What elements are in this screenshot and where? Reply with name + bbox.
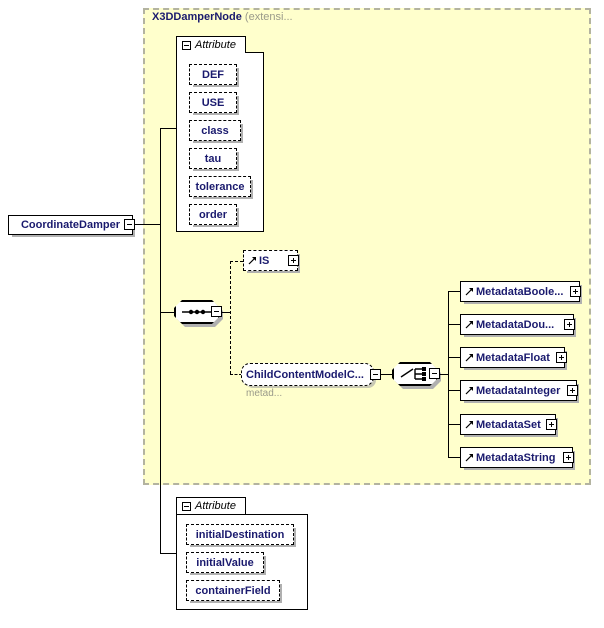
element-metadata-label: MetadataString bbox=[476, 451, 556, 464]
attribute-item-label: class bbox=[201, 124, 229, 137]
attribute-group-top-expander-icon[interactable] bbox=[182, 40, 191, 50]
element-metadata-label: MetadataFloat bbox=[476, 351, 550, 364]
element-is-expander-icon[interactable] bbox=[288, 255, 299, 266]
connector-choice-out bbox=[440, 374, 449, 375]
connector-branch-to-childcontentmodel bbox=[230, 374, 242, 375]
attribute-group-bottom-label: Attribute bbox=[195, 500, 236, 512]
connector-spine-to-attribute-bottom bbox=[160, 553, 176, 554]
attribute-item-order[interactable]: order bbox=[189, 204, 237, 225]
root-element-label: CoordinateDamper bbox=[20, 219, 121, 231]
extension-group-title-suffix: (extensi... bbox=[244, 11, 293, 23]
element-metadatafloat-expander-icon[interactable] bbox=[556, 352, 567, 363]
choice-compositor-expander-icon[interactable] bbox=[429, 368, 440, 379]
connector-branch-to-is bbox=[230, 261, 243, 262]
element-is-label: IS bbox=[259, 254, 270, 267]
attribute-item-label: initialDestination bbox=[195, 528, 285, 541]
attribute-item-tau[interactable]: tau bbox=[189, 148, 237, 169]
sequence-compositor-expander-icon[interactable] bbox=[211, 306, 222, 317]
element-metadataboolean[interactable]: MetadataBoole... bbox=[460, 281, 580, 302]
element-metadataboolean-expander-icon[interactable] bbox=[570, 286, 581, 297]
attribute-item-initialvalue[interactable]: initialValue bbox=[186, 552, 264, 573]
element-metadatafloat[interactable]: MetadataFloat bbox=[460, 347, 565, 368]
attribute-item-label: tau bbox=[204, 152, 222, 165]
connector-metadata-5 bbox=[448, 457, 460, 458]
reference-arrow-icon bbox=[465, 420, 474, 429]
extension-group-title: X3DDamperNode (extensi... bbox=[152, 11, 293, 23]
attribute-item-def[interactable]: DEF bbox=[189, 64, 237, 85]
reference-arrow-icon bbox=[465, 320, 474, 329]
attribute-item-label: tolerance bbox=[195, 180, 245, 193]
connector-sequence-out bbox=[222, 312, 230, 313]
element-metadata-label: MetadataBoole... bbox=[476, 285, 564, 298]
element-metadata-label: MetadataDou... bbox=[476, 318, 555, 331]
attribute-item-label: order bbox=[198, 208, 228, 221]
attribute-item-label: DEF bbox=[202, 68, 224, 81]
attribute-item-label: USE bbox=[201, 96, 225, 109]
connector-metadata-1 bbox=[448, 324, 460, 325]
attribute-item-tolerance[interactable]: tolerance bbox=[189, 176, 251, 197]
reference-arrow-icon bbox=[465, 287, 474, 296]
reference-arrow-icon bbox=[465, 353, 474, 362]
connector-spine-to-attribute-top bbox=[160, 128, 176, 129]
connector-metadata-4 bbox=[448, 424, 460, 425]
connector-spine-main bbox=[160, 128, 161, 554]
element-metadatastring[interactable]: MetadataString bbox=[460, 447, 573, 468]
sequence-icon bbox=[182, 309, 212, 315]
attribute-group-bottom-tab[interactable]: Attribute bbox=[176, 497, 246, 514]
sequence-compositor[interactable] bbox=[174, 300, 220, 324]
element-childcontentmodel-sublabel: metad... bbox=[246, 388, 283, 399]
element-childcontentmodel-expander-icon[interactable] bbox=[370, 369, 381, 380]
element-metadatainteger-expander-icon[interactable] bbox=[567, 385, 578, 396]
element-metadata-label: MetadataInteger bbox=[476, 384, 561, 397]
element-metadatadouble-expander-icon[interactable] bbox=[564, 319, 575, 330]
connector-sequence-branch-spine bbox=[230, 261, 231, 374]
attribute-item-label: initialValue bbox=[196, 556, 254, 569]
attribute-group-top-label: Attribute bbox=[195, 39, 236, 51]
attribute-item-use[interactable]: USE bbox=[189, 92, 237, 113]
attribute-group-top-tab[interactable]: Attribute bbox=[176, 36, 246, 53]
element-metadata-label: MetadataSet bbox=[476, 418, 541, 431]
reference-arrow-icon bbox=[248, 256, 257, 265]
element-metadatainteger[interactable]: MetadataInteger bbox=[460, 380, 577, 401]
connector-root-to-spine bbox=[135, 224, 161, 225]
root-element-coordinatedamper[interactable]: CoordinateDamper bbox=[8, 215, 133, 235]
element-metadatastring-expander-icon[interactable] bbox=[563, 452, 574, 463]
reference-arrow-icon bbox=[465, 453, 474, 462]
attribute-item-containerfield[interactable]: containerField bbox=[186, 580, 280, 601]
connector-spine-to-sequence bbox=[160, 312, 174, 313]
attribute-item-class[interactable]: class bbox=[189, 120, 241, 141]
attribute-group-bottom-expander-icon[interactable] bbox=[182, 501, 191, 511]
element-metadataset[interactable]: MetadataSet bbox=[460, 414, 556, 435]
element-metadatadouble[interactable]: MetadataDou... bbox=[460, 314, 574, 335]
connector-childcontentmodel-to-choice bbox=[381, 374, 392, 375]
root-element-expander-icon[interactable] bbox=[124, 219, 135, 230]
element-childcontentmodel[interactable]: ChildContentModelC... bbox=[241, 363, 374, 386]
attribute-item-label: containerField bbox=[195, 584, 271, 597]
element-childcontentmodel-label: ChildContentModelC... bbox=[246, 368, 364, 381]
extension-group-title-text: X3DDamperNode bbox=[152, 11, 242, 23]
element-metadataset-expander-icon[interactable] bbox=[546, 419, 557, 430]
choice-icon bbox=[400, 367, 426, 381]
attribute-item-initialdestination[interactable]: initialDestination bbox=[186, 524, 294, 545]
connector-metadata-spine bbox=[448, 291, 449, 458]
connector-metadata-0 bbox=[448, 291, 460, 292]
connector-metadata-3 bbox=[448, 390, 460, 391]
reference-arrow-icon bbox=[465, 386, 474, 395]
connector-metadata-2 bbox=[448, 357, 460, 358]
